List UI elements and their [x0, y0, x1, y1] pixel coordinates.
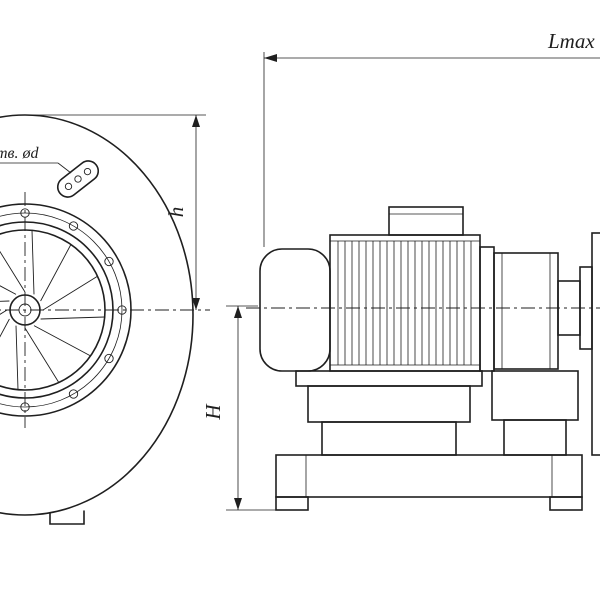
bolt-holes	[20, 208, 127, 412]
bearing-support-upper	[491, 370, 579, 421]
pedestal-mid	[307, 385, 471, 423]
bearing-support-lower	[503, 419, 567, 456]
impeller	[0, 230, 105, 390]
h-label: h	[164, 207, 188, 218]
holes-note-label: тв. ød	[0, 145, 40, 162]
H-arrow-up	[234, 306, 242, 318]
boss-plate	[56, 160, 100, 198]
bolt-hole	[117, 305, 127, 315]
bearing-housing	[493, 252, 559, 370]
inlet-ring	[0, 221, 114, 399]
base-foot-right	[549, 496, 583, 511]
inlet-flange-outer	[0, 203, 132, 417]
side-view: Lmax H	[201, 29, 600, 511]
dimension-lmax: Lmax	[263, 29, 600, 247]
H-label: H	[201, 403, 225, 421]
impeller-hub	[9, 294, 41, 326]
bolt-hole	[20, 402, 30, 412]
flange-hole	[64, 182, 73, 191]
volute-housing	[0, 114, 194, 516]
base-frame	[275, 454, 583, 511]
front-view: тв. ød h	[0, 114, 210, 525]
bolt-hole	[104, 256, 114, 267]
note-leader	[57, 162, 72, 174]
holes-note: тв. ød	[0, 145, 72, 174]
flange-hole	[83, 167, 92, 176]
bolt-hole	[68, 221, 79, 231]
h-arrow-down	[192, 298, 200, 310]
impeller-blades	[0, 230, 105, 390]
bolt-hole	[68, 389, 79, 399]
bolt-circle	[0, 212, 123, 408]
base-foot-left	[275, 496, 309, 511]
dimension-H: H	[201, 305, 282, 511]
dimension-h: h	[28, 114, 206, 310]
pedestal-lower	[321, 421, 457, 456]
inlet-opening	[0, 229, 106, 391]
motor-body	[329, 234, 481, 372]
motor-pedestal	[295, 370, 483, 456]
bolt-hole	[104, 353, 114, 364]
lmax-label: Lmax	[547, 29, 595, 53]
h-arrow-up	[192, 115, 200, 127]
adapter-flange	[479, 246, 495, 372]
fan-casing-edge	[591, 232, 600, 456]
flange-hole	[74, 175, 82, 183]
housing-foot	[49, 510, 85, 525]
H-arrow-down	[234, 498, 242, 510]
motor-cooling-fins	[337, 241, 472, 365]
terminal-box	[388, 206, 464, 236]
motor-end-cap	[259, 248, 331, 372]
shaft-end	[18, 303, 32, 317]
base-plate	[275, 454, 583, 498]
outlet-flange-boss	[56, 160, 100, 198]
lmax-arrow-left	[264, 54, 277, 62]
motor-foot-plate	[295, 370, 483, 387]
bearing-support	[491, 370, 579, 456]
bolt-hole	[20, 208, 30, 218]
